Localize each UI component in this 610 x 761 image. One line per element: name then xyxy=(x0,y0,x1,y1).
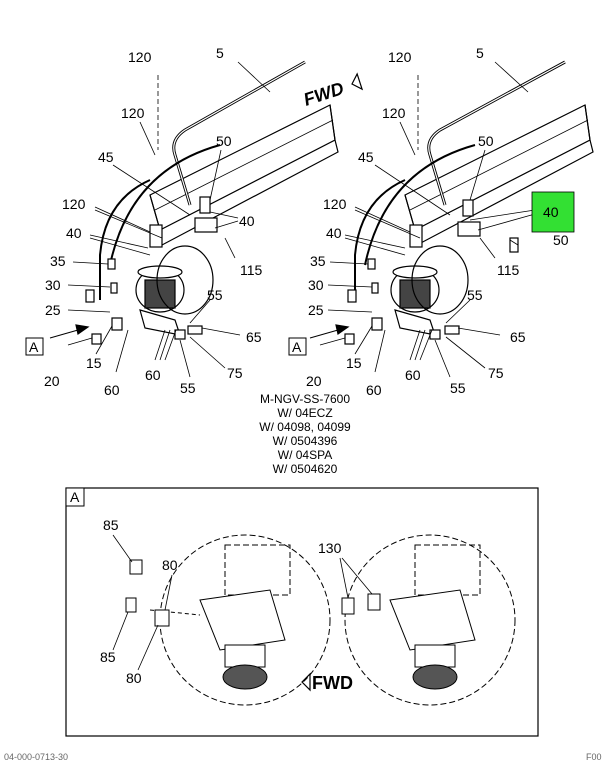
callout-60: 60 xyxy=(366,382,382,398)
callout-120: 120 xyxy=(121,105,145,121)
callout-55: 55 xyxy=(467,287,483,303)
left-callouts: 120 5 120 50 45 120 40 40 35 30 25 15 20… xyxy=(25,45,364,398)
note-line: W/ 04098, 04099 xyxy=(259,420,351,434)
callout-130: 130 xyxy=(318,540,342,556)
callout-20: 20 xyxy=(306,373,322,389)
callout-40: 40 xyxy=(239,213,255,229)
callout-120: 120 xyxy=(323,196,347,212)
callout-60: 60 xyxy=(405,367,421,383)
note-line: M-NGV-SS-7600 xyxy=(260,392,350,406)
callout-65: 65 xyxy=(510,329,526,345)
detail-tag: A xyxy=(70,489,80,505)
callout-20: 20 xyxy=(44,373,60,389)
footer-left: 04-000-0713-30 xyxy=(4,752,68,761)
callout-75: 75 xyxy=(227,365,243,381)
callout-50: 50 xyxy=(553,232,569,248)
note-line: W/ 0504620 xyxy=(273,462,338,476)
callout-75: 75 xyxy=(488,365,504,381)
note-line: W/ 04ECZ xyxy=(277,406,332,420)
callout-40: 40 xyxy=(66,225,82,241)
callout-120: 120 xyxy=(382,105,406,121)
callout-55: 55 xyxy=(207,287,223,303)
right-assembly xyxy=(309,60,594,378)
callout-35: 35 xyxy=(50,253,66,269)
callout-115: 115 xyxy=(240,262,263,278)
callout-50: 50 xyxy=(478,133,494,149)
footer-right: F00 xyxy=(586,752,602,761)
fwd-arrow-icon xyxy=(301,672,311,692)
callout-120: 120 xyxy=(62,196,86,212)
callout-55: 55 xyxy=(180,380,196,396)
detail-frame xyxy=(65,487,539,737)
callout-120: 120 xyxy=(388,49,412,65)
fwd-arrow-icon xyxy=(351,72,364,91)
callout-85: 85 xyxy=(100,649,116,665)
callout-55: 55 xyxy=(450,380,466,396)
view-tag-box xyxy=(25,337,44,356)
fwd-label: FWD xyxy=(301,78,346,110)
callout-115: 115 xyxy=(497,262,520,278)
left-assembly xyxy=(49,60,339,378)
view-tag: A xyxy=(29,339,39,355)
right-callouts: 120 5 120 50 45 120 40 35 30 25 15 20 60… xyxy=(288,45,575,398)
callout-50: 50 xyxy=(216,133,232,149)
detail-tag-box xyxy=(65,487,85,507)
callout-5: 5 xyxy=(476,45,484,61)
callout-30: 30 xyxy=(308,277,324,293)
detail-view: A 85 xyxy=(65,487,539,737)
callout-120: 120 xyxy=(128,49,152,65)
callout-85: 85 xyxy=(103,517,119,533)
callout-80: 80 xyxy=(162,557,178,573)
callout-15: 15 xyxy=(346,355,362,371)
callout-25: 25 xyxy=(308,302,324,318)
usage-notes: M-NGV-SS-7600 W/ 04ECZ W/ 04098, 04099 W… xyxy=(259,392,351,476)
callout-5: 5 xyxy=(216,45,224,61)
callout-80: 80 xyxy=(126,670,142,686)
callout-35: 35 xyxy=(310,253,326,269)
highlight-box xyxy=(531,191,575,233)
callout-45: 45 xyxy=(98,149,114,165)
callout-65: 65 xyxy=(246,329,262,345)
note-line: W/ 0504396 xyxy=(273,434,338,448)
callout-60: 60 xyxy=(104,382,120,398)
callout-15: 15 xyxy=(86,355,102,371)
callout-60: 60 xyxy=(145,367,161,383)
fwd-label: FWD xyxy=(312,673,353,693)
callout-40: 40 xyxy=(326,225,342,241)
note-line: W/ 04SPA xyxy=(278,448,332,462)
callout-30: 30 xyxy=(45,277,61,293)
view-tag: A xyxy=(292,339,302,355)
callout-45: 45 xyxy=(358,149,374,165)
callout-25: 25 xyxy=(45,302,61,318)
highlight-callout: 40 xyxy=(543,204,559,220)
view-tag-box xyxy=(288,337,307,356)
